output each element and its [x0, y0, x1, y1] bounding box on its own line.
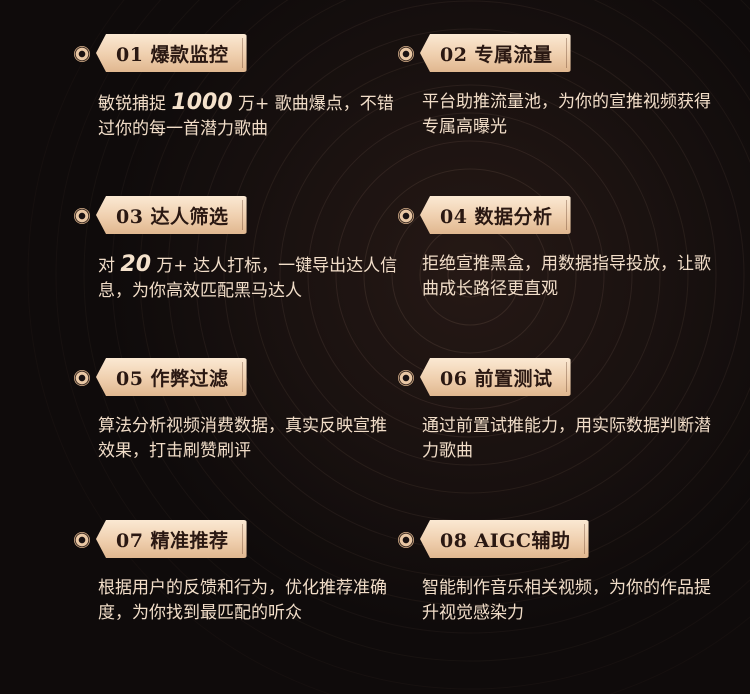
- background-ring: [55, 0, 750, 690]
- background-ring: [139, 0, 750, 606]
- feature-title: 06 前置测试: [440, 367, 553, 390]
- feature-description: 根据用户的反馈和行为，优化推荐准确度，为你找到最匹配的听众: [98, 576, 398, 626]
- feature-badge: 04 数据分析: [398, 196, 608, 236]
- background-ring: [335, 140, 605, 410]
- background-ring: [307, 112, 633, 438]
- desc-text: 对: [98, 256, 121, 276]
- feature-description: 算法分析视频消费数据，真实反映宣推效果，打击刷赞刷评: [98, 414, 398, 464]
- feature-title: 02 专属流量: [440, 43, 553, 66]
- feature-title: 05 作弊过滤: [116, 367, 229, 390]
- desc-text: 根据用户的反馈和行为，优化推荐准确度，为你找到最匹配的听众: [98, 578, 387, 623]
- bullet-dot-icon: [74, 532, 90, 548]
- badge-plate: 07 精准推荐: [96, 520, 247, 558]
- badge-plate: 03 达人筛选: [96, 196, 247, 234]
- badge-plate: 01 爆款监控: [96, 34, 247, 72]
- desc-text: 通过前置试推能力，用实际数据判断潜力歌曲: [422, 416, 711, 461]
- feature-badge: 03 达人筛选: [74, 196, 284, 236]
- feature-badge: 08 AIGC辅助: [398, 520, 608, 560]
- background-ring: [447, 252, 493, 298]
- feature-description: 智能制作音乐相关视频，为你的作品提升视觉感染力: [422, 576, 722, 626]
- feature-badge: 02 专属流量: [398, 34, 608, 74]
- feature-description: 平台助推流量池，为你的宣推视频获得专属高曝光: [422, 90, 722, 140]
- desc-text-rest: 万+ 歌曲爆点，不错过你的每一首潜力歌曲: [98, 94, 394, 139]
- bullet-dot-icon: [398, 46, 414, 62]
- feature-title: 07 精准推荐: [116, 529, 229, 552]
- desc-highlight-number: 1000: [171, 90, 233, 115]
- feature-description: 拒绝宣推黑盒，用数据指导投放，让歌曲成长路径更直观: [422, 252, 722, 302]
- desc-text: 拒绝宣推黑盒，用数据指导投放，让歌曲成长路径更直观: [422, 254, 711, 299]
- badge-plate: 06 前置测试: [420, 358, 571, 396]
- badge-plate: 08 AIGC辅助: [420, 520, 589, 558]
- feature-title: 03 达人筛选: [116, 205, 229, 228]
- bullet-dot-icon: [74, 370, 90, 386]
- desc-text: 平台助推流量池，为你的宣推视频获得专属高曝光: [422, 92, 711, 137]
- feature-title: 08 AIGC辅助: [440, 529, 571, 552]
- desc-text-rest: 万+ 达人打标，一键导出达人信息，为你高效匹配黑马达人: [98, 256, 398, 301]
- badge-plate: 02 专属流量: [420, 34, 571, 72]
- background-ring: [83, 0, 750, 662]
- desc-highlight-number: 20: [120, 252, 152, 277]
- feature-badge: 01 爆款监控: [74, 34, 284, 74]
- background-ring: [279, 84, 661, 466]
- badge-plate: 05 作弊过滤: [96, 358, 247, 396]
- bullet-dot-icon: [398, 208, 414, 224]
- feature-description: 敏锐捕捉 1000 万+ 歌曲爆点，不错过你的每一首潜力歌曲: [98, 90, 398, 142]
- badge-plate: 04 数据分析: [420, 196, 571, 234]
- bullet-dot-icon: [398, 370, 414, 386]
- background-ring: [111, 0, 750, 634]
- feature-title: 04 数据分析: [440, 205, 553, 228]
- bullet-dot-icon: [74, 46, 90, 62]
- desc-text: 智能制作音乐相关视频，为你的作品提升视觉感染力: [422, 578, 711, 623]
- desc-text: 敏锐捕捉: [98, 94, 172, 114]
- feature-badge: 07 精准推荐: [74, 520, 284, 560]
- feature-description: 通过前置试推能力，用实际数据判断潜力歌曲: [422, 414, 722, 464]
- feature-description: 对 20 万+ 达人打标，一键导出达人信息，为你高效匹配黑马达人: [98, 252, 398, 304]
- feature-badge: 06 前置测试: [398, 358, 608, 398]
- bullet-dot-icon: [398, 532, 414, 548]
- feature-badge: 05 作弊过滤: [74, 358, 284, 398]
- background-ring: [27, 0, 750, 694]
- feature-title: 01 爆款监控: [116, 43, 229, 66]
- desc-text: 算法分析视频消费数据，真实反映宣推效果，打击刷赞刷评: [98, 416, 387, 461]
- background-ring: [167, 0, 750, 578]
- bullet-dot-icon: [74, 208, 90, 224]
